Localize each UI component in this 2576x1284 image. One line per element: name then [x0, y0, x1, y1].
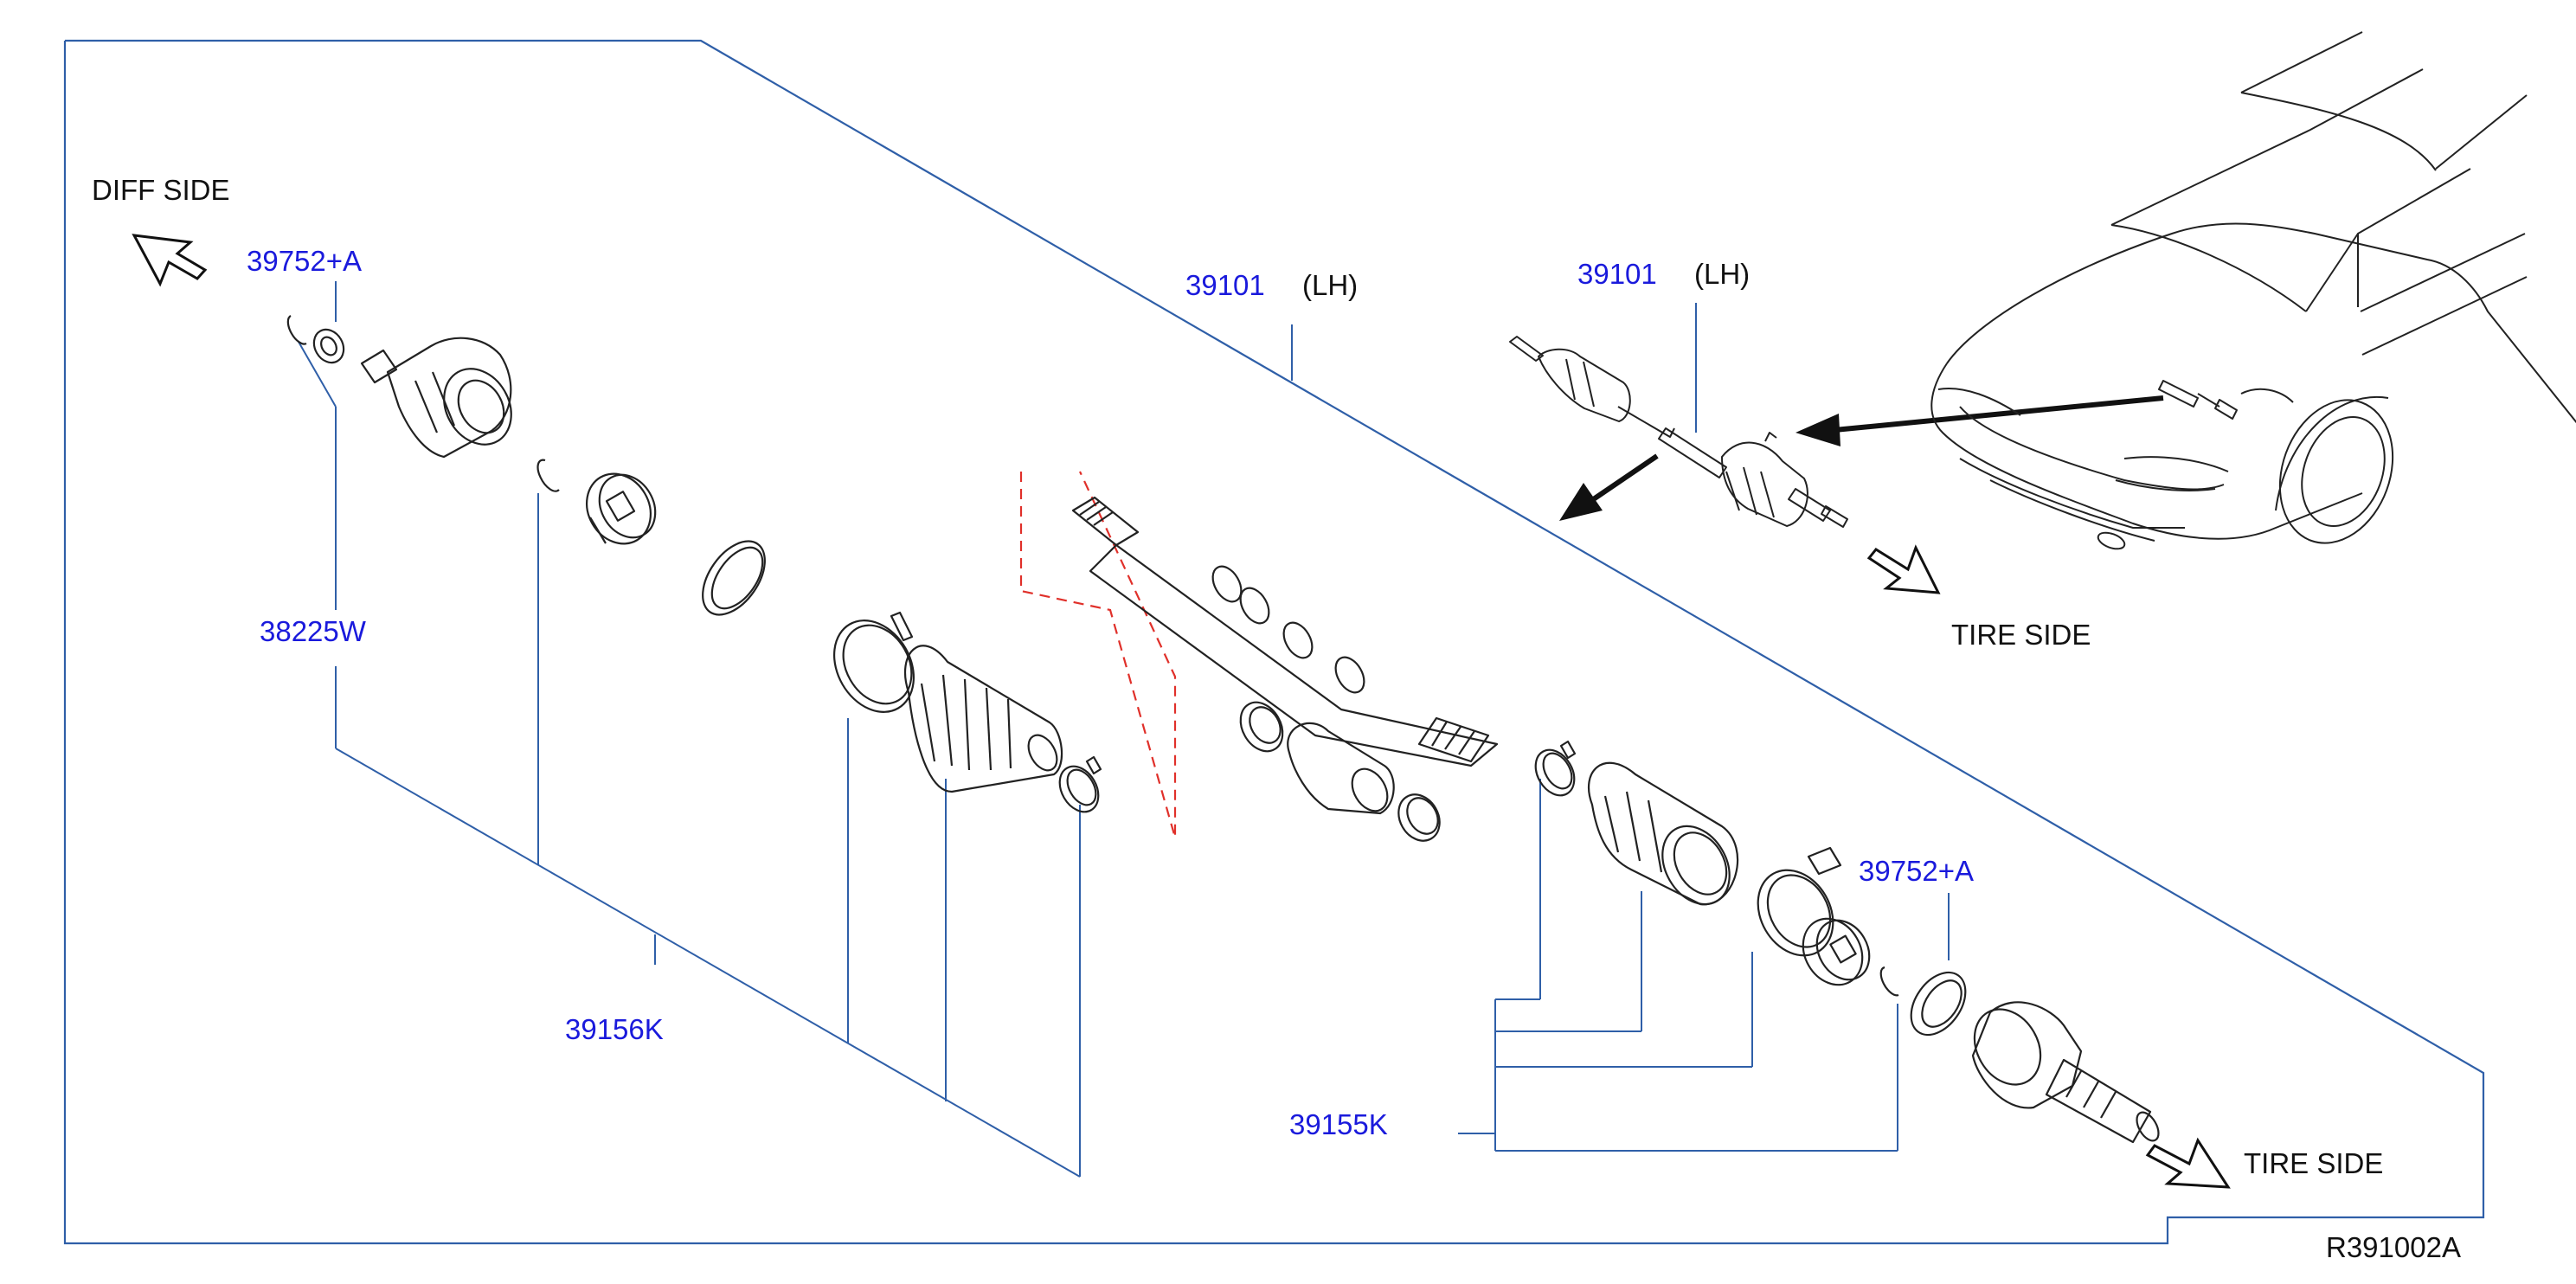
dynamic-damper-part [1239, 701, 1441, 842]
outer-cv-joint-parts [1534, 740, 2160, 1144]
outer-boot-band-small-part [1534, 740, 1577, 797]
part-39101-main-label[interactable]: 39101 [1185, 269, 1265, 301]
part-39752a-right-label[interactable]: 39752+A [1859, 855, 1975, 887]
hollow-arrow-up-left-icon [132, 234, 208, 287]
washer-part [312, 328, 345, 364]
outer-washer-part [1910, 971, 1967, 1037]
lh-inset-label: (LH) [1694, 258, 1751, 290]
outer-boot-band-large-part [1757, 846, 1842, 957]
part-39155k-label[interactable]: 39155K [1289, 1108, 1388, 1140]
leader-lines [298, 281, 1950, 1178]
part-38225w-label[interactable]: 38225W [260, 615, 366, 647]
shaft-highlight-outline [1019, 471, 1177, 838]
front-wheel [2278, 399, 2394, 544]
circlip-part [536, 459, 560, 492]
part-39752a-left-label[interactable]: 39752+A [247, 245, 363, 277]
spider-assembly-part [586, 472, 657, 545]
boot-band-small-part [1058, 755, 1102, 813]
inner-boot-part [903, 645, 1063, 793]
tire-side-bottom-label: TIRE SIDE [2244, 1147, 2384, 1179]
drawing-code-label: R391002A [2326, 1231, 2461, 1263]
tire-side-top-label: TIRE SIDE [1951, 619, 2091, 651]
diagram-frame [63, 39, 2485, 1245]
large-snap-ring-part [702, 540, 766, 616]
assembled-shaft-inset [1509, 336, 1848, 528]
inner-joint-housing-part [360, 337, 512, 459]
outer-circlip-part [1879, 966, 1899, 997]
inner-cv-joint-parts [286, 315, 1102, 813]
hollow-arrow-down-right-icon [1866, 544, 2231, 1189]
inset-arrows [1559, 395, 2164, 521]
drive-shaft-part [1071, 496, 1499, 767]
vehicle-illustration [1930, 31, 2576, 550]
boot-band-large-part [832, 611, 915, 713]
outer-joint-housing-part [1971, 1001, 2160, 1144]
snap-ring-part [286, 315, 307, 345]
diff-side-label: DIFF SIDE [92, 174, 230, 206]
outer-boot-part [1587, 761, 1739, 906]
part-39101-inset-label[interactable]: 39101 [1577, 258, 1657, 290]
lh-main-label: (LH) [1302, 269, 1359, 301]
outer-spider-part [1802, 917, 1871, 986]
part-39156k-label[interactable]: 39156K [565, 1013, 664, 1045]
